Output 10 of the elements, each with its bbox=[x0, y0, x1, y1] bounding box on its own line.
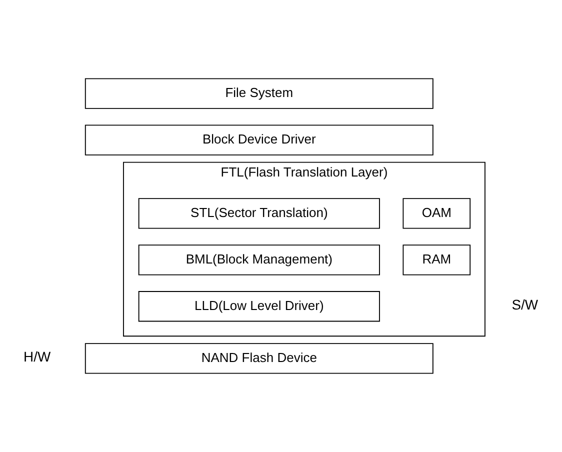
node-box: STL(Sector Translation) bbox=[138, 198, 380, 229]
node-box: Block Device Driver bbox=[84, 124, 434, 156]
node-box: OAM bbox=[402, 198, 471, 229]
label: S/W bbox=[512, 296, 538, 313]
label: H/W bbox=[24, 348, 51, 365]
node-box: File System bbox=[84, 78, 434, 109]
node-box: NAND Flash Device bbox=[84, 343, 434, 374]
node-box: RAM bbox=[402, 244, 471, 276]
node-box: LLD(Low Level Driver) bbox=[138, 291, 380, 322]
node-box: BML(Block Management) bbox=[138, 244, 380, 276]
